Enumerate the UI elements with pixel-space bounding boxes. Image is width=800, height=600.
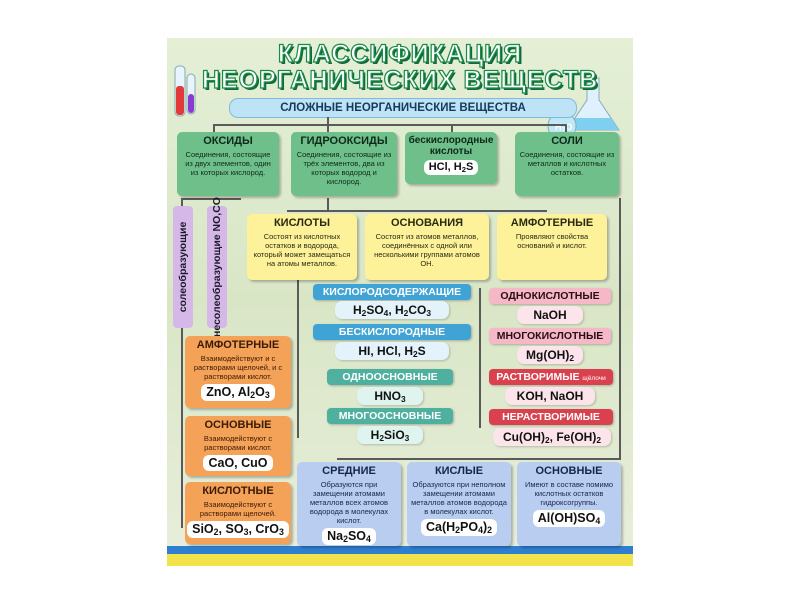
acidic-salts-box: КИСЛЫЕ Образуются при неполном замещении… (407, 462, 511, 546)
oxides-desc: Соединения, состоящие из двух элементов,… (185, 150, 271, 177)
acidic-oxides-formula: SiO2, SO3, CrO3 (187, 521, 289, 538)
acids-desc: Состоят из кислотных остатков и водорода… (253, 232, 351, 268)
soluble-bases-title: РАСТВОРИМЫЕ (496, 371, 580, 383)
amphoteric-hydroxides-box: АМФОТЕРНЫЕ Проявляют свойства оснований … (497, 214, 607, 280)
basic-salts-formula: Al(OH)SO4 (532, 510, 606, 527)
insoluble-bases-formula: Cu(OH)2, Fe(OH)2 (493, 428, 611, 446)
acidic-salts-title: КИСЛЫЕ (434, 465, 484, 477)
basic-salts-title: ОСНОВНЫЕ (535, 465, 603, 477)
acids-title: КИСЛОТЫ (273, 217, 331, 229)
insoluble-bases-label: НЕРАСТВОРИМЫЕ (489, 409, 613, 425)
acidic-salts-formula: Ca(H2PO4)2 (420, 519, 498, 536)
connector-oxides-down (181, 198, 183, 528)
monoacid-bases-label: ОДНОКИСЛОТНЫЕ (489, 288, 611, 304)
connector-oxides (213, 124, 215, 135)
acids-box: КИСЛОТЫ Состоят из кислотных остатков и … (247, 214, 357, 280)
oxygenless-acids-type-label: БЕСКИСЛОРОДНЫЕ (313, 324, 471, 340)
medium-salts-box: СРЕДНИЕ Образуются при замещении атомами… (297, 462, 401, 546)
poster-title-line-1: КЛАССИФИКАЦИЯ (277, 39, 523, 68)
connector-bases-branch (479, 288, 481, 428)
connector-banner-top (213, 124, 565, 126)
basic-oxides-desc: Взаимодействуют с растворами кислот. (203, 434, 273, 452)
medium-salts-desc: Образуются при замещении атомами металло… (309, 480, 389, 525)
amphoteric-oxides-formula: ZnO, Al2O3 (201, 384, 275, 401)
connector-salts-down (619, 198, 621, 460)
monoacid-bases-formula: NaOH (517, 306, 583, 324)
oxygenless-acids-title: бескислородные кислоты (408, 135, 494, 157)
hydroxides-title: ГИДРООКСИДЫ (300, 135, 388, 147)
oxygenless-acids-type-formula: HI, HCl, H2S (335, 342, 449, 360)
classification-poster: H₂O КЛАССИФИКАЦИЯ НЕОРГАНИЧЕСКИХ ВЕЩЕСТВ… (167, 38, 633, 566)
banner-complex-substances: СЛОЖНЫЕ НЕОРГАНИЧЕСКИЕ ВЕЩЕСТВА (229, 98, 577, 118)
monobasic-acids-formula: HNO3 (357, 387, 423, 405)
salts-box: СОЛИ Соединения, состоящие из металлов и… (515, 132, 619, 196)
basic-salts-box: ОСНОВНЫЕ Имеют в составе помимо кислотны… (517, 462, 621, 546)
non-salt-forming-text: несолеобразующие (211, 234, 223, 337)
hydroxides-desc: Соединения, состоящие из трёх элементов,… (296, 150, 392, 186)
oxygenless-acids-box: бескислородные кислоты HCl, H2S (405, 132, 497, 184)
oxides-box: ОКСИДЫ Соединения, состоящие из двух эле… (177, 132, 279, 196)
connector-oxides-branch (181, 198, 241, 200)
salts-desc: Соединения, состоящие из металлов и кисл… (519, 150, 615, 177)
oxygenless-acids-formula: HCl, H2S (423, 160, 479, 175)
monobasic-acids-label: ОДНООСНОВНЫЕ (327, 369, 453, 385)
acidic-oxides-desc: Взаимодействуют с растворами щелочей. (199, 500, 277, 518)
connector-hydroxides-branch (287, 210, 547, 212)
acidic-oxides-box: КИСЛОТНЫЕ Взаимодействуют с растворами щ… (185, 482, 291, 544)
test-tube-icon (174, 65, 196, 117)
connector-hydroxides-down (327, 198, 329, 210)
salts-title: СОЛИ (551, 135, 583, 147)
connector-salts-branch (337, 458, 620, 460)
amphoteric-hydroxides-title: АМФОТЕРНЫЕ (510, 217, 594, 229)
poster-title-line-2: НЕОРГАНИЧЕСКИХ ВЕЩЕСТВ (201, 65, 599, 94)
soluble-bases-label: РАСТВОРИМЫЕ щёлочи (489, 369, 613, 385)
bases-box: ОСНОВАНИЯ Состоят из атомов металлов, со… (365, 214, 489, 280)
amphoteric-oxides-title: АМФОТЕРНЫЕ (196, 339, 280, 351)
basic-oxides-title: ОСНОВНЫЕ (204, 419, 272, 431)
polyacid-bases-label: МНОГОКИСЛОТНЫЕ (489, 328, 611, 344)
non-salt-forming-label: несолеобразующие NO,CO (211, 197, 223, 337)
soluble-bases-formula: KOH, NaOH (505, 387, 595, 405)
svg-text:H₂O: H₂O (555, 122, 573, 132)
medium-salts-title: СРЕДНИЕ (322, 465, 376, 477)
polybasic-acids-label: МНОГООСНОВНЫЕ (327, 408, 453, 424)
bases-desc: Состоят из атомов металлов, соединённых … (374, 232, 480, 268)
oxides-title: ОКСИДЫ (203, 135, 253, 147)
connector-salts (565, 124, 567, 135)
amphoteric-hydroxides-desc: Проявляют свойства оснований и кислот. (515, 232, 589, 250)
acidic-salts-desc: Образуются при неполном замещении атомам… (411, 480, 507, 516)
amphoteric-oxides-desc: Взаимодействуют и с растворами щелочей, … (193, 354, 283, 381)
oxygen-containing-acids-formula: H2SO4, H2CO3 (335, 301, 449, 319)
hydroxides-box: ГИДРООКСИДЫ Соединения, состоящие из трё… (291, 132, 397, 196)
connector-acids-top (451, 124, 453, 135)
salt-forming-bar: солеобразующие (173, 206, 193, 328)
basic-salts-desc: Имеют в составе помимо кислотных остатко… (524, 480, 614, 507)
acidic-oxides-title: КИСЛОТНЫЕ (202, 485, 274, 497)
basic-oxides-box: ОСНОВНЫЕ Взаимодействуют с растворами ки… (185, 416, 291, 476)
polyacid-bases-formula: Mg(OH)2 (517, 346, 583, 364)
soluble-bases-note: щёлочи (582, 375, 606, 382)
amphoteric-oxides-box: АМФОТЕРНЫЕ Взаимодействуют и с растворам… (185, 336, 291, 408)
non-salt-forming-bar: несолеобразующие NO,CO (207, 197, 227, 337)
bases-title: ОСНОВАНИЯ (390, 217, 464, 229)
connector-hydroxides (327, 117, 329, 135)
polybasic-acids-formula: H2SiO3 (357, 426, 423, 444)
connector-acids-branch (297, 278, 299, 438)
basic-oxides-formula: CaO, CuO (203, 455, 273, 471)
oxygen-containing-acids-label: КИСЛОРОДСОДЕРЖАЩИЕ (313, 284, 471, 300)
salt-forming-label: солеобразующие (177, 221, 189, 313)
medium-salts-formula: Na2SO4 (322, 528, 376, 545)
